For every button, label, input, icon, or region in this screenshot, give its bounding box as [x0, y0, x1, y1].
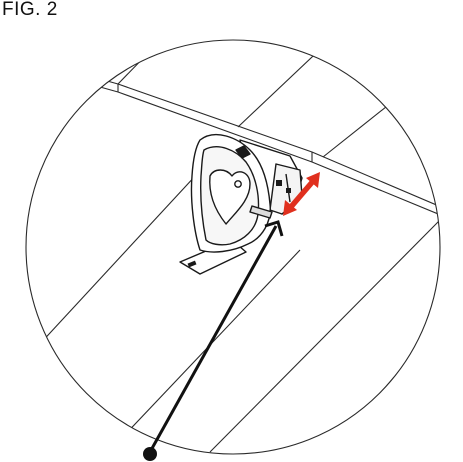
figure-label: FIG. 2 — [2, 0, 58, 20]
roof-mount-bracket-icon — [179, 134, 303, 275]
detail-circle — [25, 39, 441, 455]
pointer-dot — [143, 447, 157, 461]
pointer-arrow-icon — [143, 220, 284, 461]
double-headed-arrow-icon — [283, 172, 320, 216]
